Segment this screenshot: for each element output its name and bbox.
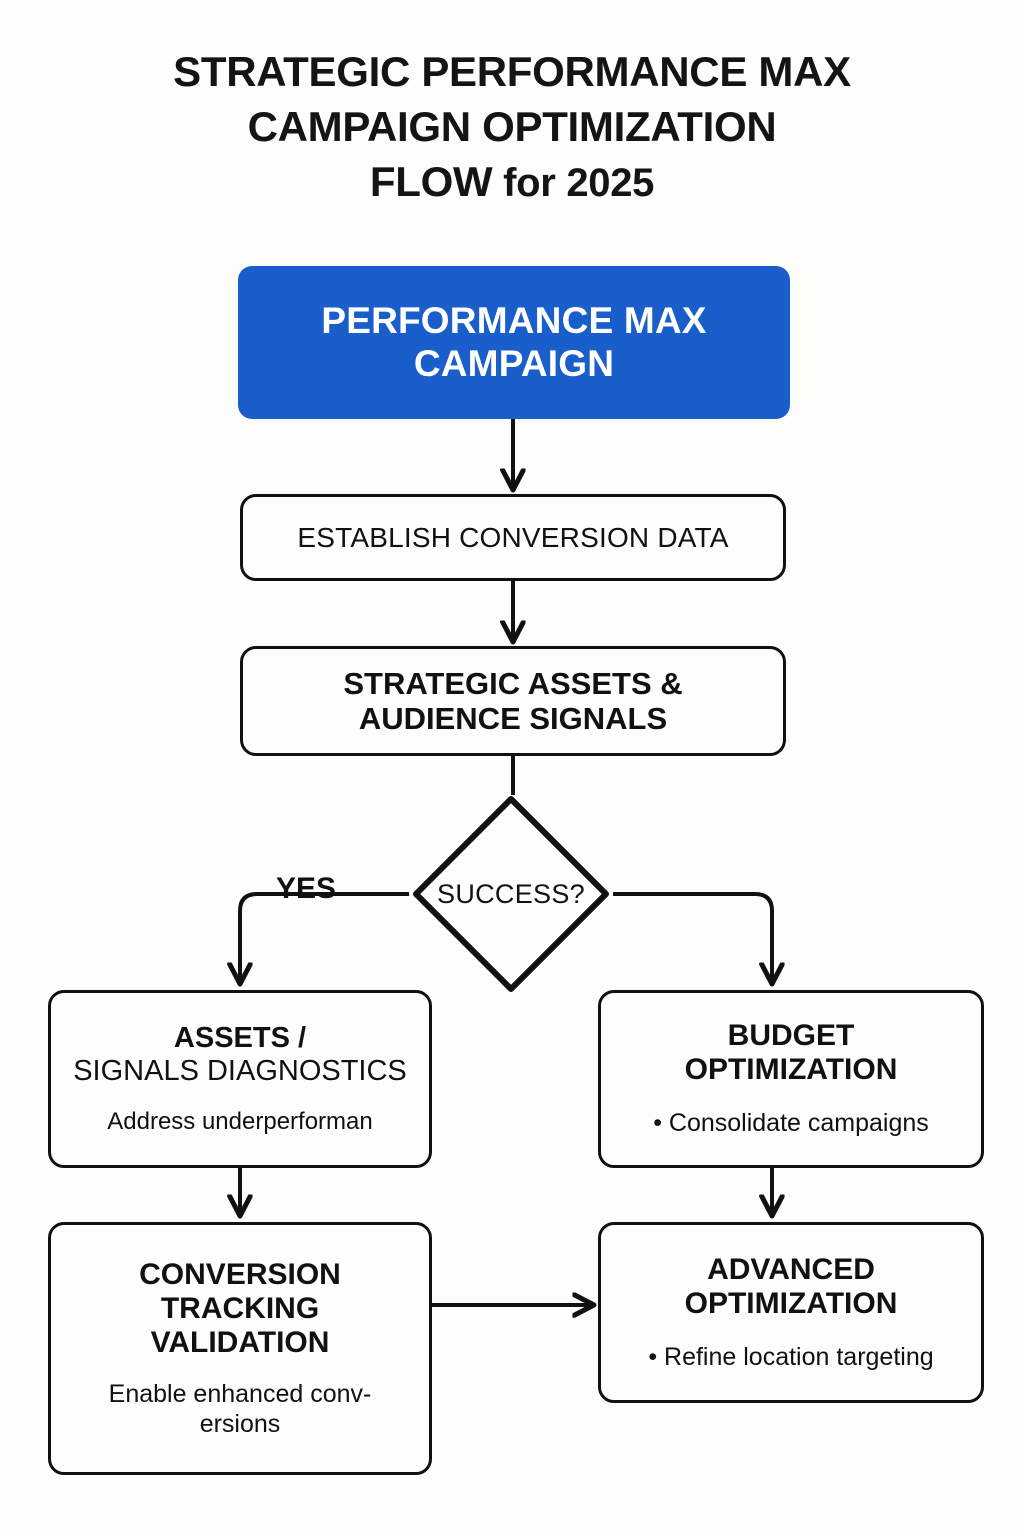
node-establish-conversion-data[interactable]: ESTABLISH CONVERSION DATA <box>240 494 786 581</box>
node-advanced-title-line-2: OPTIMIZATION <box>684 1286 898 1320</box>
edge-label-yes: YES <box>276 872 337 905</box>
edge-decision-yes-to-diagnostics <box>240 892 409 980</box>
node-budget-optimization[interactable]: BUDGET OPTIMIZATION • Consolidate campai… <box>598 990 984 1168</box>
title-line-1: STRATEGIC PERFORMANCE MAX <box>173 48 851 95</box>
title-line-3-main: FLOW <box>369 158 493 205</box>
node-tracking-detail: Enable enhanced conv­ersions <box>108 1380 372 1438</box>
node-diagnostics-title-line-1: ASSETS / <box>173 1021 307 1054</box>
node-conversion-tracking-validation[interactable]: CONVERSION TRACKING VALIDATION Enable en… <box>48 1222 432 1475</box>
node-pmax-title-line-2: CAMPAIGN <box>413 342 615 384</box>
title-line-3-lower: for 2025 <box>492 161 655 205</box>
diamond-shape <box>413 796 609 992</box>
node-budget-title-line-1: BUDGET <box>727 1019 855 1053</box>
node-decision-success[interactable]: SUCCESS? <box>410 793 612 995</box>
node-budget-title-line-2: OPTIMIZATION <box>684 1053 898 1087</box>
node-diagnostics-title-line-2: SIGNALS DIAGNOSTICS <box>73 1054 407 1087</box>
node-assets-title-line-1: STRATEGIC ASSETS & <box>343 665 683 701</box>
edge-decision-to-budget <box>613 892 772 980</box>
node-tracking-title-line-2: TRACKING <box>160 1291 320 1325</box>
title-line-2: CAMPAIGN OPTIMIZATION <box>247 103 777 150</box>
node-tracking-title-line-1: CONVERSION <box>139 1257 341 1291</box>
node-advanced-title-line-1: ADVANCED <box>707 1252 875 1286</box>
title-line-3: FLOW for 2025 <box>0 154 1024 211</box>
page-title: STRATEGIC PERFORMANCE MAX CAMPAIGN OPTIM… <box>0 44 1024 211</box>
node-assets-signals-diagnostics[interactable]: ASSETS / SIGNALS DIAGNOSTICS Address und… <box>48 990 432 1168</box>
node-strategic-assets-audience-signals[interactable]: STRATEGIC ASSETS & AUDIENCE SIGNALS <box>240 646 786 756</box>
node-tracking-title-line-3: VALIDATION <box>150 1326 330 1360</box>
node-diagnostics-detail: Address underperforman <box>107 1107 373 1135</box>
node-assets-title-line-2: AUDIENCE SIGNALS <box>358 701 668 736</box>
node-pmax-title-line-1: PERFORMANCE MAX <box>321 300 707 342</box>
node-decision-label: SUCCESS? <box>437 878 585 909</box>
node-performance-max-campaign[interactable]: PERFORMANCE MAX CAMPAIGN <box>238 266 790 419</box>
node-advanced-bullet: • Refine location targeting <box>648 1342 934 1371</box>
node-budget-bullet: • Consolidate campaigns <box>653 1109 929 1138</box>
node-conversion-data-title: ESTABLISH CONVERSION DATA <box>297 521 729 553</box>
node-advanced-optimization[interactable]: ADVANCED OPTIMIZATION • Refine location … <box>598 1222 984 1403</box>
